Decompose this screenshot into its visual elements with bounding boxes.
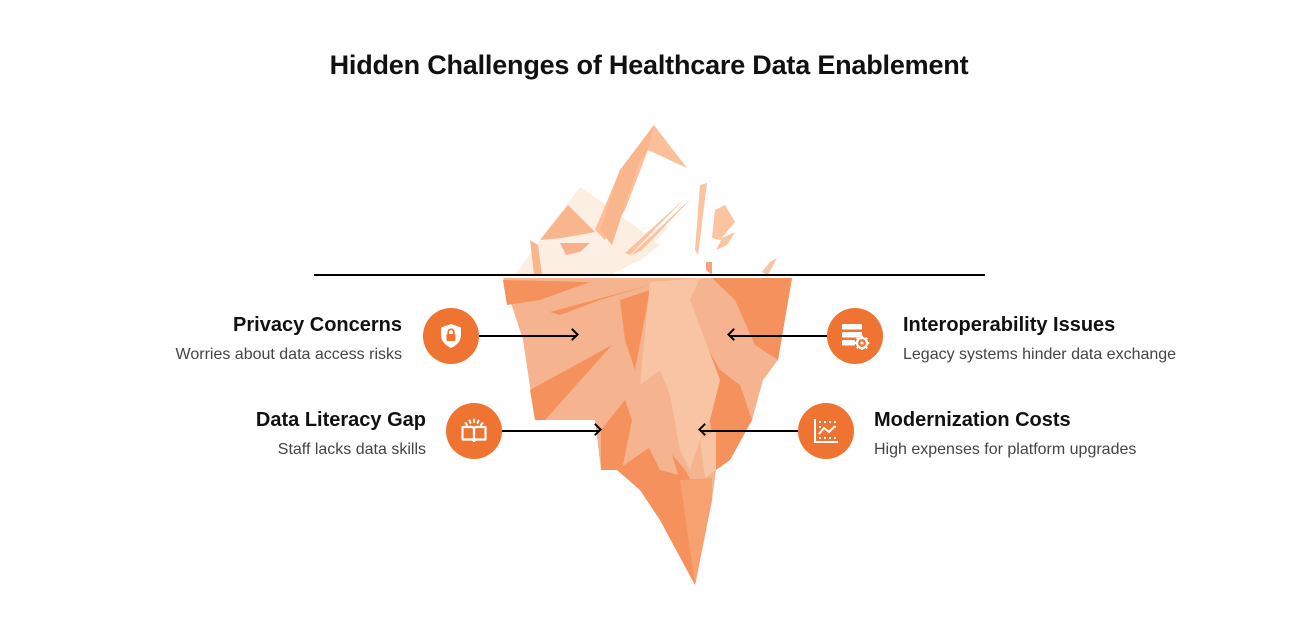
challenge-literacy: Data Literacy Gap Staff lacks data skill… (256, 408, 426, 460)
modernization-icon-badge (798, 403, 854, 459)
challenge-privacy: Privacy Concerns Worries about data acce… (176, 313, 402, 365)
waterline (314, 274, 985, 276)
interoperability-arrow (727, 328, 827, 341)
shield-lock-icon (441, 324, 461, 348)
diagram-title: Hidden Challenges of Healthcare Data Ena… (329, 50, 969, 80)
challenge-description: Legacy systems hinder data exchange (903, 346, 1177, 363)
privacy-icon-badge (423, 308, 479, 364)
interoperability-icon-badge (827, 308, 883, 364)
iceberg-tip (515, 125, 777, 275)
challenge-heading: Privacy Concerns (233, 314, 402, 336)
literacy-icon-badge (446, 403, 502, 459)
open-book-icon (461, 418, 487, 443)
challenge-description: Worries about data access risks (175, 346, 402, 363)
challenge-modernization: Modernization Costs High expenses for pl… (874, 408, 1136, 460)
challenge-description: Staff lacks data skills (277, 441, 426, 458)
line-chart-icon (814, 419, 838, 443)
database-gear-icon (842, 324, 870, 350)
challenge-description: High expenses for platform upgrades (874, 441, 1137, 458)
iceberg-body (503, 278, 792, 585)
literacy-arrow (502, 423, 602, 436)
privacy-arrow (479, 328, 579, 341)
challenge-heading: Modernization Costs (874, 409, 1071, 431)
challenge-interoperability: Interoperability Issues Legacy systems h… (903, 313, 1176, 365)
modernization-arrow (698, 423, 798, 436)
challenge-heading: Data Literacy Gap (255, 409, 426, 431)
challenge-heading: Interoperability Issues (903, 314, 1116, 336)
